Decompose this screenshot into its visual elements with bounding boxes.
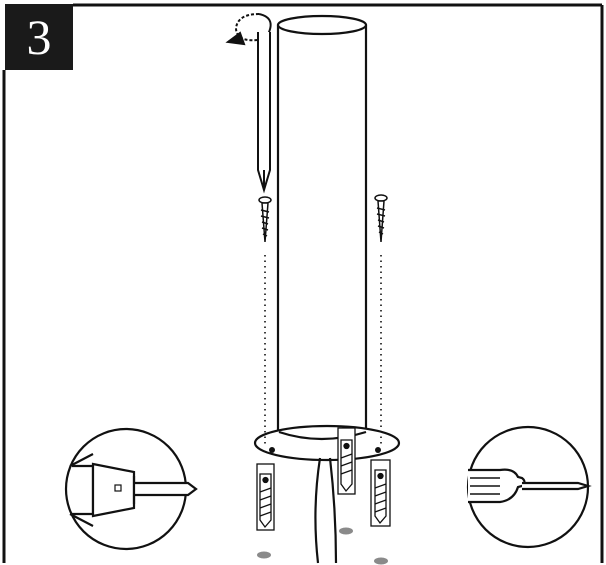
wall-anchor-icon [256, 463, 275, 531]
frame-border [2, 3, 604, 563]
screw-icon [374, 194, 388, 243]
screw-icon [258, 196, 272, 243]
ground-stake [257, 32, 271, 194]
lamp-tube [276, 14, 368, 440]
step-number: 3 [26, 9, 52, 65]
drill-bit-icon [64, 427, 198, 551]
base-plate [253, 424, 401, 462]
ground-holes [257, 527, 388, 565]
guide-lines [264, 255, 382, 445]
step-badge [5, 4, 73, 70]
wall-anchor-icon [370, 459, 391, 527]
screwdriver-icon [466, 425, 592, 549]
power-cable [314, 457, 338, 564]
wall-anchor-icon [337, 427, 356, 495]
